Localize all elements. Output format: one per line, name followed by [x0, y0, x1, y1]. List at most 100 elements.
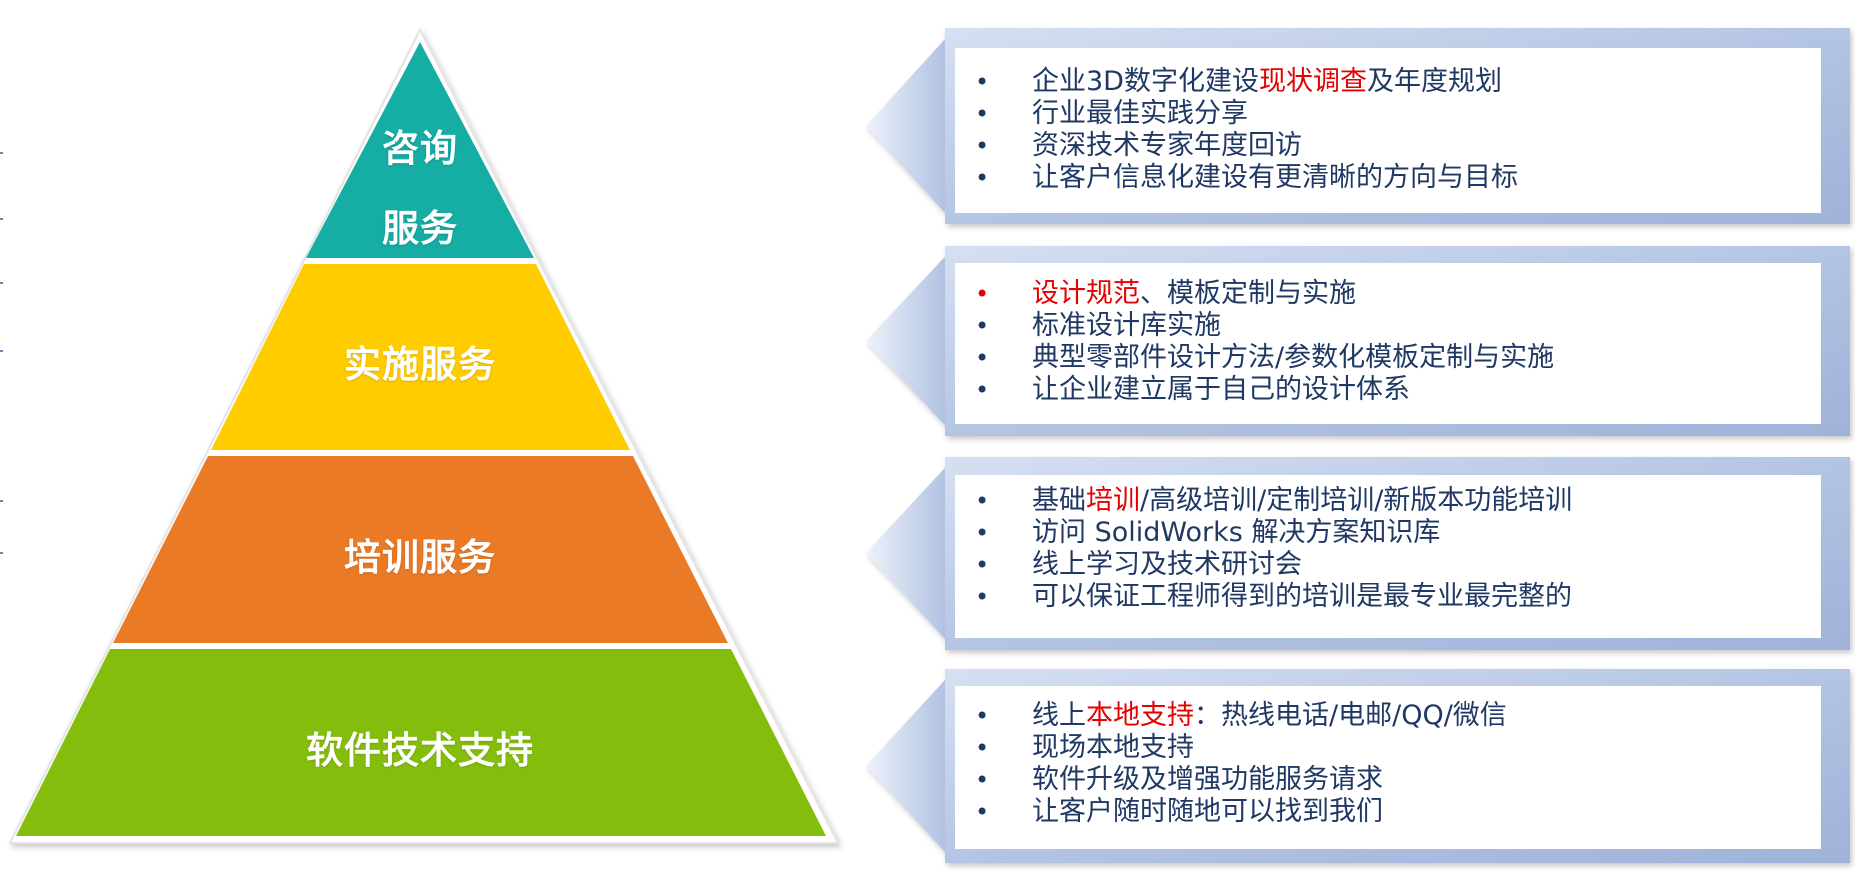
edge-mark [0, 500, 3, 502]
list-item-text: 线上学习及技术研讨会 [1032, 549, 1302, 581]
list-item-text: 企业3D数字化建设现状调查及年度规划 [1032, 66, 1502, 98]
list-item: • 让企业建立属于自己的设计体系 [975, 374, 1805, 406]
tier-label-line: 实施服务 [344, 343, 496, 386]
bullet-icon: • [975, 100, 990, 128]
pyramid-tier-implementation [211, 264, 630, 450]
list-item: • 现场本地支持 [975, 732, 1805, 764]
item-text: 访问 SolidWorks 解决方案知识库 [1032, 517, 1441, 548]
list-item-text: 访问 SolidWorks 解决方案知识库 [1032, 517, 1440, 549]
list-item-text: 标准设计库实施 [1032, 310, 1221, 342]
tier-label-line: 咨询 [382, 127, 458, 170]
list-item: •资深技术专家年度回访 [975, 130, 1805, 162]
item-text: 、模板定制与实施 [1140, 278, 1356, 309]
item-text: 基础 [1032, 485, 1086, 516]
bullet-icon: • [975, 583, 990, 611]
item-text: 行业最佳实践分享 [1032, 98, 1248, 129]
list-item: • 软件升级及增强功能服务请求 [975, 764, 1805, 796]
panel-4 [866, 669, 1850, 863]
list-item-text: 可以保证工程师得到的培训是最专业最完整的 [1032, 581, 1572, 613]
bullet-icon: • [975, 312, 990, 340]
panel-3-body [955, 475, 1821, 638]
item-text: 典型零部件设计方法/参数化模板定制与实施 [1032, 342, 1555, 373]
list-item: • 访问 SolidWorks 解决方案知识库 [975, 517, 1805, 549]
bullet-icon: • [975, 280, 990, 308]
panel-2-body [955, 263, 1821, 424]
list-item: • 让客户随时随地可以找到我们 [975, 796, 1805, 828]
list-item-text: 典型零部件设计方法/参数化模板定制与实施 [1032, 342, 1554, 374]
list-item: • 企业3D数字化建设现状调查及年度规划 [975, 66, 1805, 98]
panel-2-arrow [866, 246, 955, 436]
list-item-text: 基础培训/高级培训/定制培训/新版本功能培训 [1032, 485, 1572, 517]
panel-1 [866, 28, 1850, 224]
item-text: 资深技术专家年度回访 [1032, 130, 1302, 161]
tier-label-consulting: 咨询 服务 [340, 118, 500, 252]
bullet-icon: • [975, 487, 990, 515]
bullet-icon: • [975, 734, 990, 762]
bullet-icon: • [975, 766, 990, 794]
edge-mark [0, 552, 3, 554]
item-text: 企业3D数字化建设 [1032, 66, 1259, 97]
panel-1-list: •企业3D数字化建设现状调查及年度规划•行业最佳实践分享•资深技术专家年度回访•… [975, 66, 1805, 194]
bullet-icon: • [975, 68, 990, 96]
tier-label-support: 软件技术支持 [220, 720, 620, 774]
edge-mark [0, 152, 3, 154]
panel-4-body [955, 686, 1821, 849]
item-text: 现场本地支持 [1032, 732, 1194, 763]
bullet-icon: • [975, 376, 990, 404]
panel-4-arrow [866, 669, 955, 863]
edge-mark [0, 282, 3, 284]
list-item-text: 让企业建立属于自己的设计体系 [1032, 374, 1410, 406]
pyramid [8, 27, 840, 844]
tier-label-line: 服务 [382, 207, 458, 250]
pyramid-tier-training [113, 456, 728, 643]
panel-4-list: • 线上本地支持：热线电话/电邮/QQ/微信 • 现场本地支持 • 软件升级及增强功能服务… [975, 700, 1805, 828]
highlight-text: 本地支持 [1086, 700, 1194, 731]
list-item-text: 现场本地支持 [1032, 732, 1194, 764]
highlight-text: 现状调查 [1258, 66, 1367, 97]
item-text: 及年度规划 [1366, 66, 1502, 97]
list-item-text: 让客户信息化建设有更清晰的方向与目标 [1032, 162, 1518, 194]
highlight-text: 设计规范 [1032, 278, 1140, 309]
panel-1-arrow [866, 28, 955, 224]
list-item: • 设计规范、模板定制与实施 [975, 278, 1805, 310]
bullet-icon: • [975, 551, 990, 579]
item-text: 可以保证工程师得到的培训是最专业最完整的 [1032, 581, 1572, 612]
panel-1-body [955, 48, 1821, 213]
panel-3-arrow [866, 457, 955, 650]
list-item: • 基础培训/高级培训/定制培训/新版本功能培训 [975, 485, 1805, 517]
item-text: 让客户信息化建设有更清晰的方向与目标 [1032, 162, 1518, 193]
tier-label-implementation: 实施服务 [270, 334, 570, 388]
item-text: 线上 [1032, 700, 1086, 731]
list-item-text: 让客户随时随地可以找到我们 [1032, 796, 1383, 828]
list-item-text: 软件升级及增强功能服务请求 [1032, 764, 1383, 796]
bullet-icon: • [975, 164, 990, 192]
edge-mark [0, 218, 3, 220]
panel-3 [866, 457, 1850, 650]
list-item-text: 资深技术专家年度回访 [1032, 130, 1302, 162]
item-text: 让企业建立属于自己的设计体系 [1032, 374, 1410, 405]
panel-2-list: •设计规范、模板定制与实施•标准设计库实施•典型零部件设计方法/参数化模板定制与… [975, 278, 1805, 406]
list-item-text: 线上本地支持：热线电话/电邮/QQ/微信 [1032, 700, 1507, 732]
bullet-icon: • [975, 702, 990, 730]
list-item: • 线上学习及技术研讨会 [975, 549, 1805, 581]
list-item: • 让客户信息化建设有更清晰的方向与目标 [975, 162, 1805, 194]
list-item: • 线上本地支持：热线电话/电邮/QQ/微信 [975, 700, 1805, 732]
bullet-icon: • [975, 519, 990, 547]
highlight-text: 培训 [1086, 485, 1140, 516]
list-item-text: 行业最佳实践分享 [1032, 98, 1248, 130]
panel-2 [866, 246, 1850, 436]
list-item: •典型零部件设计方法/参数化模板定制与实施 [975, 342, 1805, 374]
tier-label-training: 培训服务 [270, 527, 570, 581]
item-text: /高级培训/定制培训/新版本功能培训 [1140, 485, 1573, 516]
tier-label-line: 培训服务 [344, 536, 496, 579]
list-item: • 标准设计库实施 [975, 310, 1805, 342]
item-text: ：热线电话/电邮/QQ/微信 [1194, 700, 1507, 731]
panel-3-list: • 基础培训/高级培训/定制培训/新版本功能培训 • 访问 SolidWorks 解决… [975, 485, 1805, 613]
item-text: 线上学习及技术研讨会 [1032, 549, 1302, 580]
item-text: 标准设计库实施 [1032, 310, 1221, 341]
item-text: 软件升级及增强功能服务请求 [1032, 764, 1383, 795]
pyramid-tier-support [16, 649, 826, 836]
bullet-icon: • [975, 798, 990, 826]
item-text: 让客户随时随地可以找到我们 [1032, 796, 1383, 827]
